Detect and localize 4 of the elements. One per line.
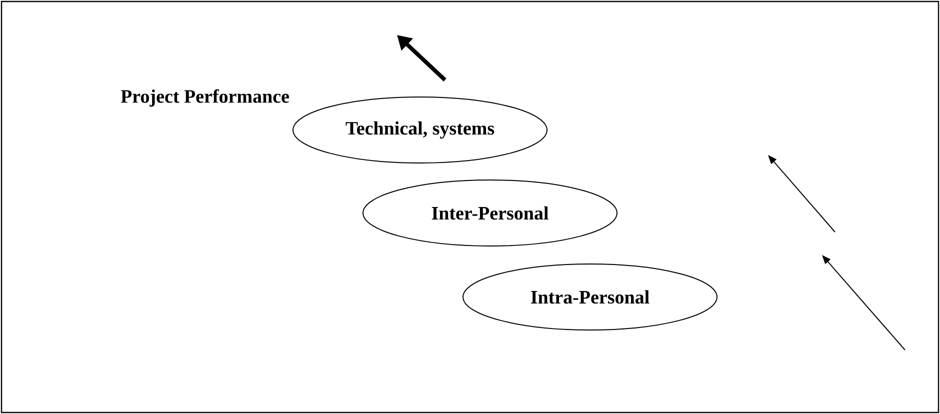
ellipse-node: Technical, systems (292, 96, 548, 164)
heading-text: Project Performance (120, 89, 289, 107)
ellipse-node: Inter-Personal (362, 179, 618, 246)
ellipse-node: Intra-Personal (462, 263, 718, 330)
